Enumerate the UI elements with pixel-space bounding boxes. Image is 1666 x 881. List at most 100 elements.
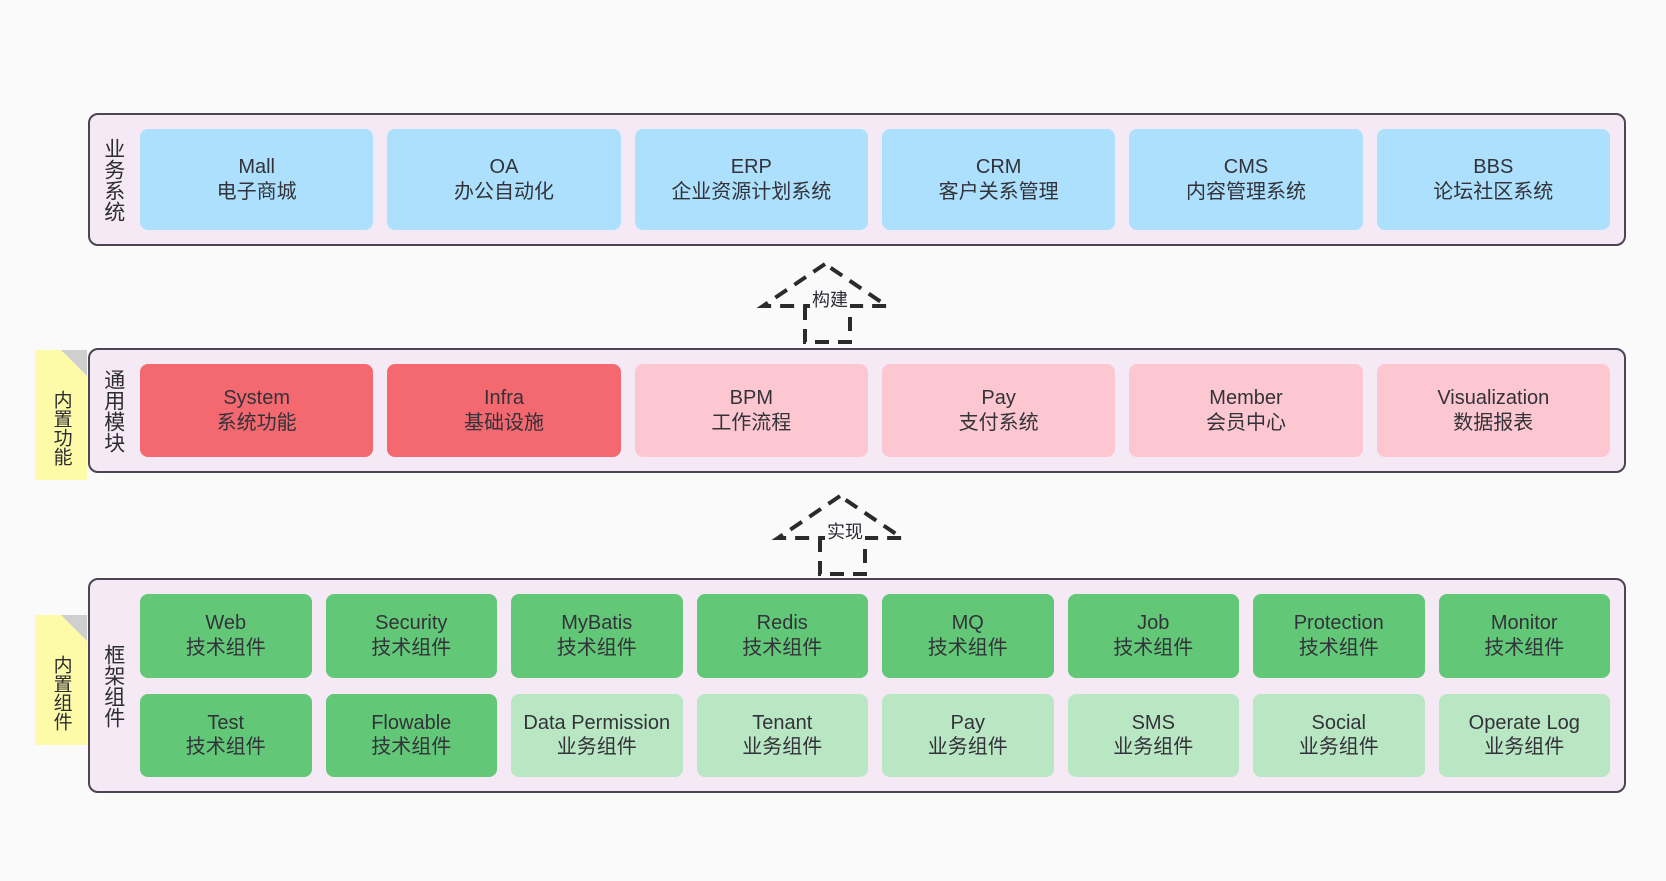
node-title: MQ [951, 612, 984, 635]
connector-build-label: 构建 [810, 286, 850, 312]
node-subtitle: 会员中心 [1205, 411, 1286, 434]
connector-build: 构建 [755, 258, 905, 346]
node-title: CRM [975, 156, 1022, 179]
node-oa[interactable]: OA 办公自动化 [387, 129, 621, 230]
node-title: ERP [730, 156, 772, 179]
node-row: System 系统功能 Infra 基础设施 BPM 工作流程 Pay 支付系统… [140, 364, 1610, 457]
node-row: Mall 电子商城 OA 办公自动化 ERP 企业资源计划系统 CRM 客户关系… [140, 129, 1610, 230]
node-title: Job [1137, 612, 1170, 635]
node-title: Visualization [1437, 387, 1550, 410]
node-flowable[interactable]: Flowable 技术组件 [325, 693, 497, 777]
node-subtitle: 内容管理系统 [1185, 180, 1306, 203]
node-subtitle: 技术组件 [371, 636, 452, 659]
node-pay-business[interactable]: Pay 业务组件 [882, 693, 1054, 777]
layer-body-common-module: System 系统功能 Infra 基础设施 BPM 工作流程 Pay 支付系统… [136, 350, 1624, 471]
node-title: Security [375, 612, 448, 635]
node-pay[interactable]: Pay 支付系统 [881, 364, 1116, 457]
note-builtin-component: 内置组件 [35, 615, 87, 745]
node-subtitle: 技术组件 [1298, 636, 1379, 659]
node-title: Monitor [1490, 612, 1558, 635]
node-mall[interactable]: Mall 电子商城 [140, 129, 374, 230]
node-title: Infra [483, 387, 524, 410]
node-data-permission[interactable]: Data Permission 业务组件 [511, 693, 683, 777]
node-subtitle: 电子商城 [216, 180, 297, 203]
layer-body-business-system: Mall 电子商城 OA 办公自动化 ERP 企业资源计划系统 CRM 客户关系… [136, 115, 1624, 244]
node-row: Test 技术组件 Flowable 技术组件 Data Permission … [140, 693, 1610, 777]
node-subtitle: 业务组件 [742, 736, 823, 759]
node-title: CMS [1223, 156, 1269, 179]
layer-common-module: 通用模块 System 系统功能 Infra 基础设施 BPM 工作流程 Pay… [88, 348, 1626, 473]
node-test[interactable]: Test 技术组件 [140, 693, 312, 777]
node-subtitle: 业务组件 [556, 736, 637, 759]
node-security[interactable]: Security 技术组件 [325, 594, 497, 678]
node-subtitle: 业务组件 [1113, 736, 1194, 759]
node-crm[interactable]: CRM 客户关系管理 [881, 129, 1116, 230]
node-member[interactable]: Member 会员中心 [1129, 364, 1363, 457]
node-subtitle: 业务组件 [927, 736, 1008, 759]
node-subtitle: 技术组件 [371, 736, 452, 759]
node-web[interactable]: Web 技术组件 [140, 594, 312, 678]
node-operate-log[interactable]: Operate Log 业务组件 [1438, 693, 1610, 777]
node-title: BPM [729, 387, 773, 410]
node-title: Redis [756, 612, 808, 635]
node-subtitle: 技术组件 [742, 636, 823, 659]
layer-framework-component: 框架组件 Web 技术组件 Security 技术组件 MyBatis 技术组件… [88, 578, 1626, 793]
node-title: SMS [1131, 711, 1175, 734]
generalization-arrow-icon [756, 261, 894, 344]
node-subtitle: 技术组件 [1113, 636, 1194, 659]
node-title: BBS [1473, 156, 1514, 179]
node-subtitle: 支付系统 [958, 411, 1039, 434]
node-visualization[interactable]: Visualization 数据报表 [1376, 364, 1610, 457]
node-title: Pay [950, 711, 985, 734]
connector-implement-label: 实现 [825, 518, 865, 544]
node-subtitle: 技术组件 [927, 636, 1008, 659]
layer-label-framework-component: 框架组件 [101, 643, 125, 728]
node-system[interactable]: System 系统功能 [140, 364, 374, 457]
layer-label-common-module: 通用模块 [101, 368, 125, 453]
note-fold-icon [61, 350, 87, 376]
node-tenant[interactable]: Tenant 业务组件 [696, 693, 868, 777]
node-redis[interactable]: Redis 技术组件 [696, 594, 868, 678]
node-erp[interactable]: ERP 企业资源计划系统 [634, 129, 868, 230]
node-subtitle: 企业资源计划系统 [671, 180, 832, 203]
node-title: System [223, 387, 290, 410]
node-subtitle: 客户关系管理 [938, 180, 1059, 203]
node-title: OA [489, 156, 519, 179]
node-bpm[interactable]: BPM 工作流程 [634, 364, 868, 457]
node-subtitle: 系统功能 [216, 411, 297, 434]
node-title: MyBatis [561, 612, 633, 635]
node-social[interactable]: Social 业务组件 [1253, 693, 1425, 777]
node-mybatis[interactable]: MyBatis 技术组件 [511, 594, 683, 678]
connector-implement: 实现 [770, 490, 920, 578]
node-title: Mall [238, 156, 275, 179]
node-subtitle: 基础设施 [463, 411, 544, 434]
node-job[interactable]: Job 技术组件 [1067, 594, 1239, 678]
node-title: Data Permission [523, 711, 671, 734]
node-bbs[interactable]: BBS 论坛社区系统 [1376, 129, 1610, 230]
node-subtitle: 办公自动化 [453, 180, 554, 203]
node-subtitle: 业务组件 [1298, 736, 1379, 759]
node-subtitle: 技术组件 [1484, 636, 1565, 659]
node-subtitle: 技术组件 [185, 736, 266, 759]
node-subtitle: 工作流程 [711, 411, 792, 434]
node-sms[interactable]: SMS 业务组件 [1067, 693, 1239, 777]
layer-business-system: 业务系统 Mall 电子商城 OA 办公自动化 ERP 企业资源计划系统 CRM… [88, 113, 1626, 246]
node-mq[interactable]: MQ 技术组件 [882, 594, 1054, 678]
node-cms[interactable]: CMS 内容管理系统 [1129, 129, 1363, 230]
node-subtitle: 技术组件 [556, 636, 637, 659]
node-title: Flowable [371, 711, 452, 734]
node-monitor[interactable]: Monitor 技术组件 [1438, 594, 1610, 678]
node-infra[interactable]: Infra 基础设施 [387, 364, 621, 457]
layer-body-framework-component: Web 技术组件 Security 技术组件 MyBatis 技术组件 Redi… [136, 580, 1624, 791]
node-title: Member [1209, 387, 1283, 410]
layer-label-business-system: 业务系统 [101, 137, 125, 222]
node-protection[interactable]: Protection 技术组件 [1253, 594, 1425, 678]
node-title: Protection [1293, 612, 1384, 635]
generalization-arrow-icon [771, 493, 909, 576]
node-title: Tenant [752, 711, 813, 734]
node-subtitle: 数据报表 [1453, 411, 1534, 434]
note-label: 内置功能 [50, 390, 72, 466]
node-title: Social [1311, 711, 1366, 734]
node-subtitle: 技术组件 [185, 636, 266, 659]
